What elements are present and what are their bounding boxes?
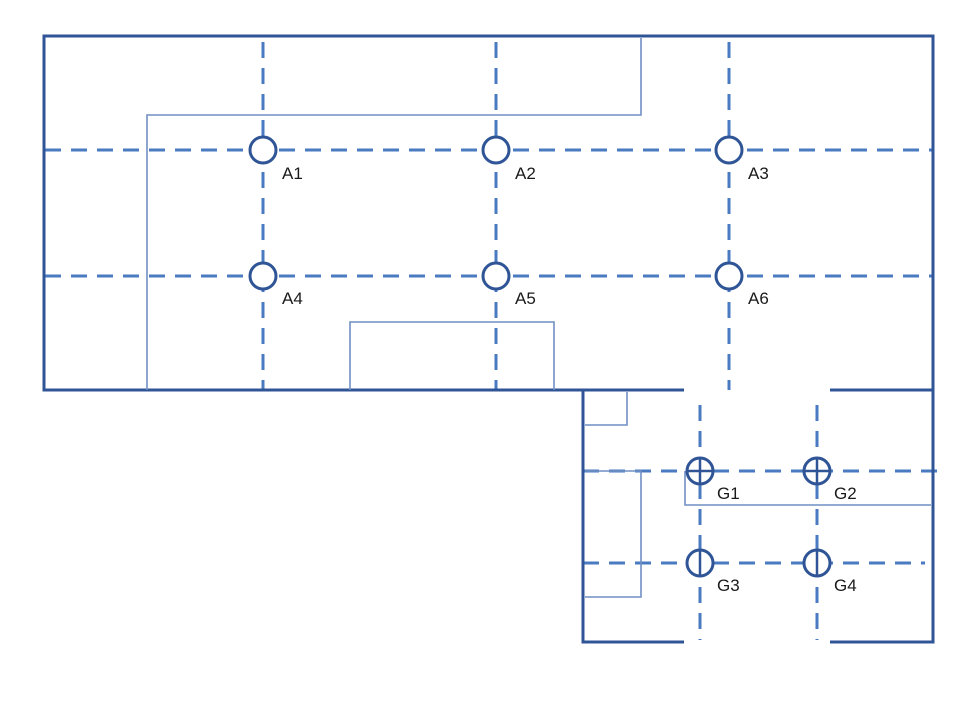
column-g1: G1 [685,456,740,503]
partition-corridor [684,471,931,506]
column-a2: A2 [481,135,536,183]
column-g1-label: G1 [717,484,740,503]
column-a3: A3 [714,135,769,183]
outer-walls [42,34,935,644]
column-a6-symbol [714,261,744,291]
partition-top-left [146,38,642,390]
lower-right-wall [830,390,935,644]
interior-partitions [146,38,931,598]
column-a3-symbol [714,135,744,165]
partition-small-box [585,392,628,426]
upper-block-wall [42,34,935,392]
column-a4: A4 [248,261,303,308]
partition-side-room [585,470,642,598]
column-g4-label: G4 [834,576,857,595]
column-a5-label: A5 [515,289,536,308]
column-g4: G4 [802,548,857,595]
column-a1-symbol [248,135,278,165]
column-a6: A6 [714,261,769,308]
column-a5: A5 [481,261,536,308]
lower-block-wall [581,390,684,644]
column-a6-label: A6 [748,289,769,308]
column-g2: G2 [802,456,857,503]
column-a4-label: A4 [282,289,303,308]
partition-center-room [349,321,555,390]
column-a3-label: A3 [748,164,769,183]
column-a5-symbol [481,261,511,291]
column-g3: G3 [685,548,740,595]
grid-lines [45,42,940,640]
column-a1: A1 [248,135,303,183]
column-g3-label: G3 [717,576,740,595]
column-a2-label: A2 [515,164,536,183]
column-a4-symbol [248,261,278,291]
column-a1-label: A1 [282,164,303,183]
column-a2-symbol [481,135,511,165]
columns: A1 A2 A3 A4 A5 A6 G1 [248,135,857,595]
column-g2-label: G2 [834,484,857,503]
